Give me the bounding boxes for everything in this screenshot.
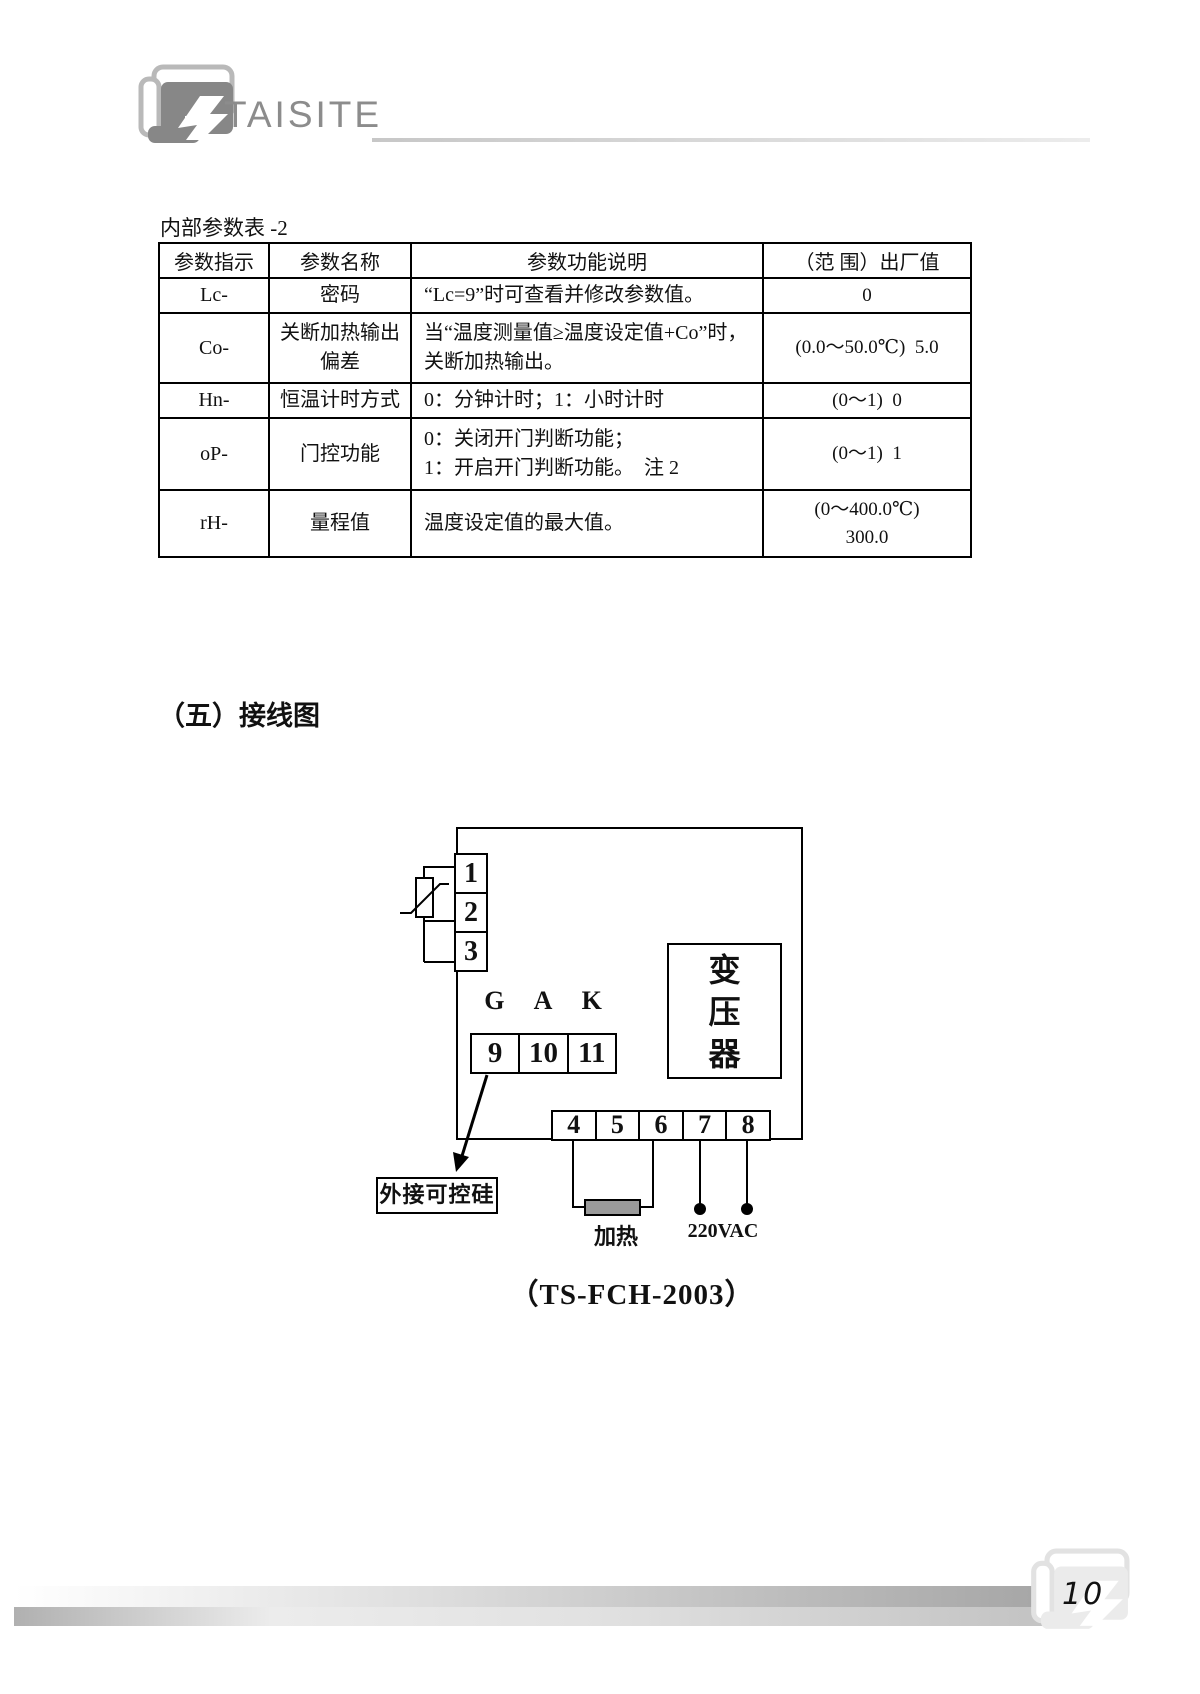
heater-element-icon	[584, 1199, 641, 1216]
heater-label: 加热	[593, 1224, 638, 1249]
footer-band-bottom	[14, 1607, 1044, 1626]
param-name-cell: 量程值	[268, 489, 412, 558]
gak-terminal-row: 9 10 11	[470, 1033, 617, 1074]
terminal-1: 1	[454, 853, 488, 894]
terminal-6: 6	[638, 1110, 684, 1141]
taisite-logo-watermark-icon	[1031, 1548, 1130, 1629]
param-desc-cell: 0：分钟计时；1：小时计时	[410, 382, 764, 419]
footer-band-top	[14, 1586, 1044, 1607]
terminal-7: 7	[681, 1110, 728, 1141]
param-desc-cell: 当“温度测量值≥温度设定值+Co”时， 关断加热输出。	[410, 312, 764, 384]
temperature-sensor-icon	[400, 877, 449, 918]
param-name-cell: 关断加热输出 偏差	[268, 312, 412, 384]
table-row: oP- 门控功能 0：关闭开门判断功能； 1：开启开门判断功能。 注 2 (0～…	[158, 417, 972, 491]
power-dot-icon	[694, 1203, 706, 1215]
label-k: K	[581, 986, 602, 1015]
col-header-code: 参数指示	[158, 242, 270, 279]
param-code-cell: Lc-	[158, 277, 270, 314]
param-code-cell: rH-	[158, 489, 270, 558]
param-range-cell: (0～1) 0	[762, 382, 972, 419]
param-desc-cell: 温度设定值的最大值。	[410, 489, 764, 558]
terminal-8: 8	[725, 1110, 771, 1141]
param-desc-cell: 0：关闭开门判断功能； 1：开启开门判断功能。 注 2	[410, 417, 764, 491]
param-range-cell: (0～1) 1	[762, 417, 972, 491]
label-g: G	[484, 986, 505, 1015]
param-name-cell: 恒温计时方式	[268, 382, 412, 419]
terminal-5: 5	[594, 1110, 641, 1141]
col-header-range: （范 围）出厂值	[762, 242, 972, 279]
transformer-box: 变 压 器	[667, 943, 782, 1079]
table-header-row: 参数指示 参数名称 参数功能说明 （范 围）出厂值	[158, 242, 972, 279]
section-heading: （五）接线图	[158, 701, 320, 731]
terminal-3: 3	[454, 931, 488, 972]
param-range-cell: 0	[762, 277, 972, 314]
terminal-9: 9	[470, 1033, 521, 1074]
gak-labels: G A K	[470, 986, 616, 1016]
terminal-10: 10	[518, 1033, 569, 1074]
table-row: Co- 关断加热输出 偏差 当“温度测量值≥温度设定值+Co”时， 关断加热输出…	[158, 312, 972, 384]
diagram-caption: （TS-FCH-2003）	[509, 1279, 755, 1311]
power-voltage-label: 220VAC	[687, 1220, 759, 1242]
table-row: Hn- 恒温计时方式 0：分钟计时；1：小时计时 (0～1) 0	[158, 382, 972, 419]
header-divider	[372, 138, 1090, 142]
param-name-cell: 密码	[268, 277, 412, 314]
brand-name: TAISITE	[224, 94, 383, 135]
power-terminal-row: 4 5 6 7 8	[551, 1110, 771, 1141]
param-name-cell: 门控功能	[268, 417, 412, 491]
terminal-11: 11	[566, 1033, 617, 1074]
param-code-cell: Hn-	[158, 382, 270, 419]
param-range-cell: (0～400.0℃) 300.0	[762, 489, 972, 558]
col-header-desc: 参数功能说明	[410, 242, 764, 279]
power-dot-icon	[741, 1203, 753, 1215]
param-code-cell: oP-	[158, 417, 270, 491]
param-code-cell: Co-	[158, 312, 270, 384]
col-header-name: 参数名称	[268, 242, 412, 279]
external-scr-label: 外接可控硅	[376, 1177, 498, 1214]
param-desc-cell: “Lc=9”时可查看并修改参数值。	[410, 277, 764, 314]
table-title: 内部参数表 -2	[160, 216, 288, 240]
page-number: 10	[1062, 1577, 1105, 1612]
table-row: Lc- 密码 “Lc=9”时可查看并修改参数值。 0	[158, 277, 972, 314]
label-a: A	[533, 986, 553, 1015]
table-row: rH- 量程值 温度设定值的最大值。 (0～400.0℃) 300.0	[158, 489, 972, 558]
param-range-cell: (0.0～50.0℃) 5.0	[762, 312, 972, 384]
taisite-logo-icon	[138, 64, 235, 143]
terminal-4: 4	[551, 1110, 597, 1141]
parameter-table: 参数指示 参数名称 参数功能说明 （范 围）出厂值 Lc- 密码 “Lc=9”时…	[158, 242, 972, 558]
terminal-2: 2	[454, 892, 488, 933]
